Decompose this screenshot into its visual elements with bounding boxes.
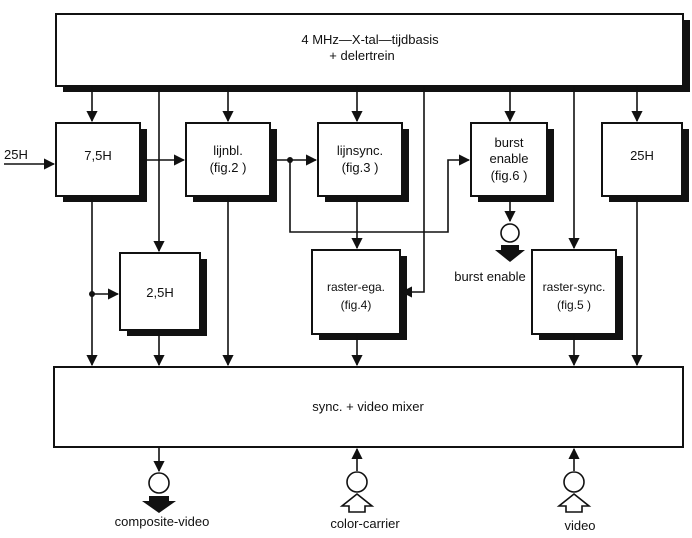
filled-down-arrow-icon: [495, 245, 525, 262]
circle-connector-icon: [346, 471, 368, 493]
video-label: video: [564, 518, 595, 533]
filled-down-arrow-icon: [142, 496, 176, 513]
block-burst-label-line3: (fig.6 ): [491, 168, 528, 183]
block-lijnbl-label-line2: (fig.2 ): [210, 160, 247, 175]
block-burst-label-line2: enable: [489, 151, 528, 166]
timebase-block: [55, 13, 684, 87]
feed-to-rasterega: [400, 86, 425, 298]
hollow-up-arrow-icon: [339, 492, 375, 513]
input-25h-label: 25H: [4, 147, 28, 162]
circle-connector-icon: [563, 471, 585, 493]
block-75h-label: 7,5H: [84, 148, 111, 163]
mixer-block: [53, 366, 684, 448]
block-lijnbl-label-line1: lijnbl.: [213, 143, 243, 158]
block-lijnbl: [185, 122, 271, 197]
timebase-label-line1: 4 MHz—X-tal—tijdbasis: [301, 32, 439, 47]
block-25h-small-label: 2,5H: [146, 285, 173, 300]
block-rasterega-label-line2: (fig.4): [341, 298, 372, 312]
block-lijnsync-label-line2: (fig.3 ): [342, 160, 379, 175]
circle-connector-icon: [148, 472, 170, 494]
block-burst-enable: [470, 122, 548, 197]
block-burst-label-line1: burst: [495, 135, 524, 150]
block-rastersync-label-line2: (fig.5 ): [557, 298, 591, 312]
composite-video-label: composite-video: [115, 514, 210, 529]
block-lijnsync-label-line1: lijnsync.: [337, 143, 383, 158]
wire-lijnbl-to-burst: [289, 154, 471, 233]
block-rastersync-label-line1: raster-sync.: [543, 280, 606, 294]
block-25h-small: [119, 252, 201, 331]
hollow-up-arrow-icon: [556, 492, 592, 513]
burst-enable-output-label: burst enable: [454, 269, 526, 284]
block-lijnsync: [317, 122, 403, 197]
block-raster-sync: [531, 249, 617, 335]
block-rasterega-label-line1: raster-ega.: [327, 280, 385, 294]
mixer-label: sync. + video mixer: [312, 399, 424, 414]
block-raster-ega: [311, 249, 401, 335]
timebase-label-line2: + delertrein: [329, 48, 394, 63]
color-carrier-label: color-carrier: [330, 516, 400, 531]
circle-connector-icon: [500, 223, 520, 243]
block-25h: [601, 122, 683, 197]
block-25h-label: 25H: [630, 148, 654, 163]
